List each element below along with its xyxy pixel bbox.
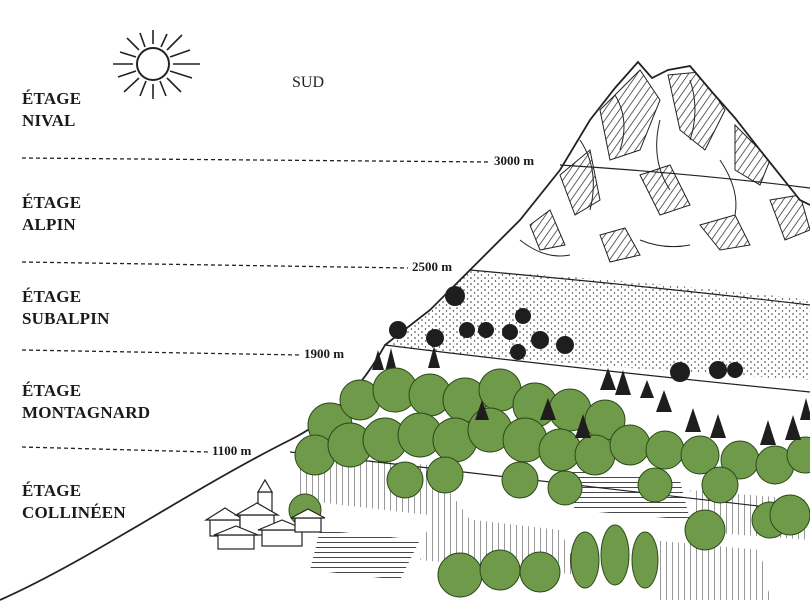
zone-label-nival: ÉTAGE NIVAL — [22, 88, 81, 132]
zone-label-subalpin: ÉTAGE SUBALPIN — [22, 286, 110, 330]
zone-name: COLLINÉEN — [22, 503, 126, 522]
zone-label-collineen: ÉTAGE COLLINÉEN — [22, 480, 126, 524]
zone-title: ÉTAGE — [22, 287, 82, 306]
montane-forest — [288, 367, 810, 598]
zone-title: ÉTAGE — [22, 89, 82, 108]
zone-label-montagnard: ÉTAGE MONTAGNARD — [22, 380, 150, 424]
compass-label: SUD — [292, 74, 325, 91]
zone-label-alpin: ÉTAGE ALPIN — [22, 192, 81, 236]
zone-title: ÉTAGE — [22, 193, 82, 212]
zone-name: SUBALPIN — [22, 309, 110, 328]
zone-name: ALPIN — [22, 215, 76, 234]
altitude-label-3000: 3000 m — [494, 153, 535, 168]
subalpine-trees — [372, 286, 810, 420]
village-icon — [203, 478, 326, 550]
altitude-label-1900: 1900 m — [304, 346, 345, 361]
altitude-label-1100: 1100 m — [212, 443, 252, 458]
zone-name: MONTAGNARD — [22, 403, 151, 422]
zone-title: ÉTAGE — [22, 381, 82, 400]
zone-name: NIVAL — [22, 111, 76, 130]
sun-icon — [113, 30, 200, 99]
altitude-lines — [21, 157, 491, 453]
altitude-label-2500: 2500 m — [412, 259, 453, 274]
zone-title: ÉTAGE — [22, 481, 82, 500]
